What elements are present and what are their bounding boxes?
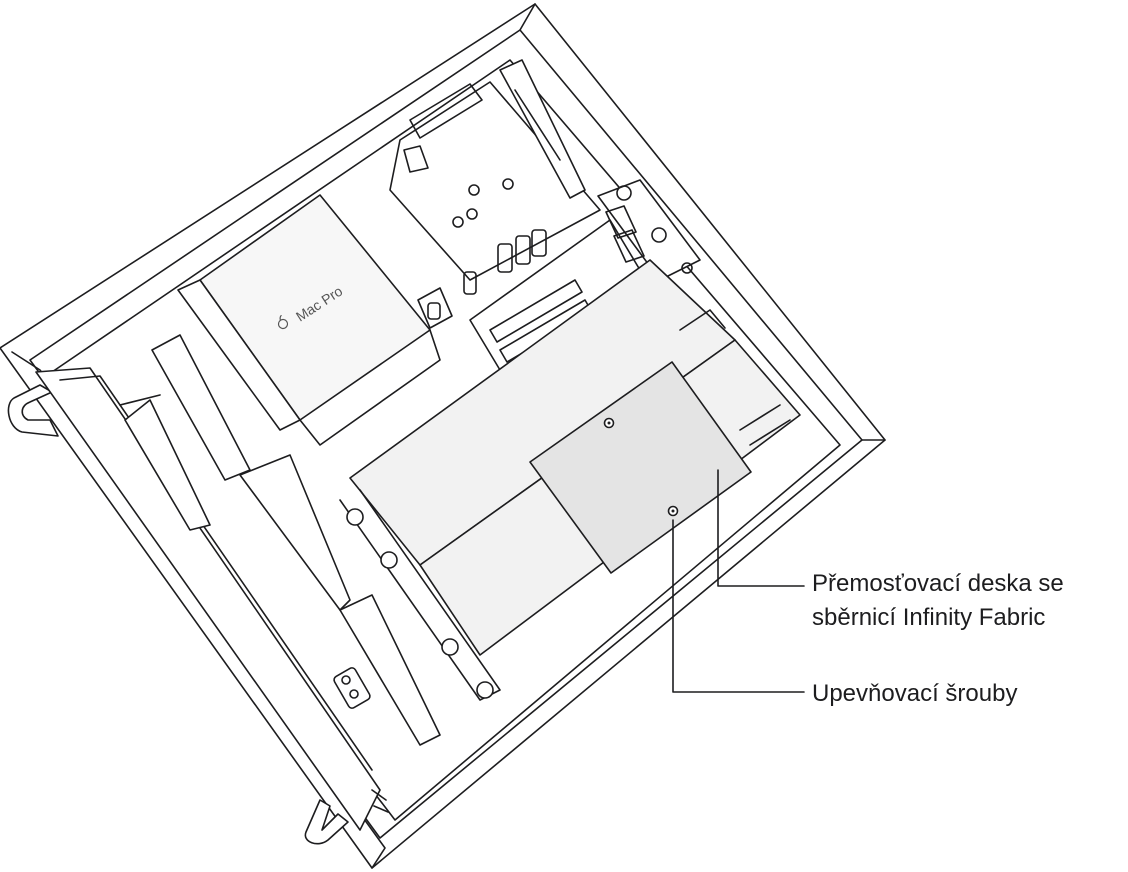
rear-io-area: [389, 59, 601, 329]
left-rail: [35, 367, 389, 831]
callout-screws-text: Upevňovací šrouby: [812, 680, 1018, 707]
leader-line-screws: [672, 519, 805, 693]
callout-bridge-label: Přemosťovací deska se sběrnicí Infinity …: [812, 567, 1064, 635]
mpx-mount-rail: [339, 489, 501, 701]
handle-left: [7, 384, 59, 437]
callout-screws-label: Upevňovací šrouby: [812, 677, 1017, 711]
callout-bridge-line1: Přemosťovací deska se: [812, 570, 1064, 597]
mounting-screw-upper: [603, 417, 615, 429]
leader-line-bridge: [717, 469, 805, 587]
handle-bottom: [304, 799, 349, 845]
infinity-fabric-bridge: [529, 361, 752, 574]
callout-bridge-line2: sběrnicí Infinity Fabric: [812, 604, 1046, 631]
fan-modules: [119, 334, 441, 746]
apple-logo-icon: [277, 315, 289, 330]
power-supply-housing: Mac Pro: [177, 194, 441, 446]
mounting-screw-lower: [667, 505, 679, 517]
